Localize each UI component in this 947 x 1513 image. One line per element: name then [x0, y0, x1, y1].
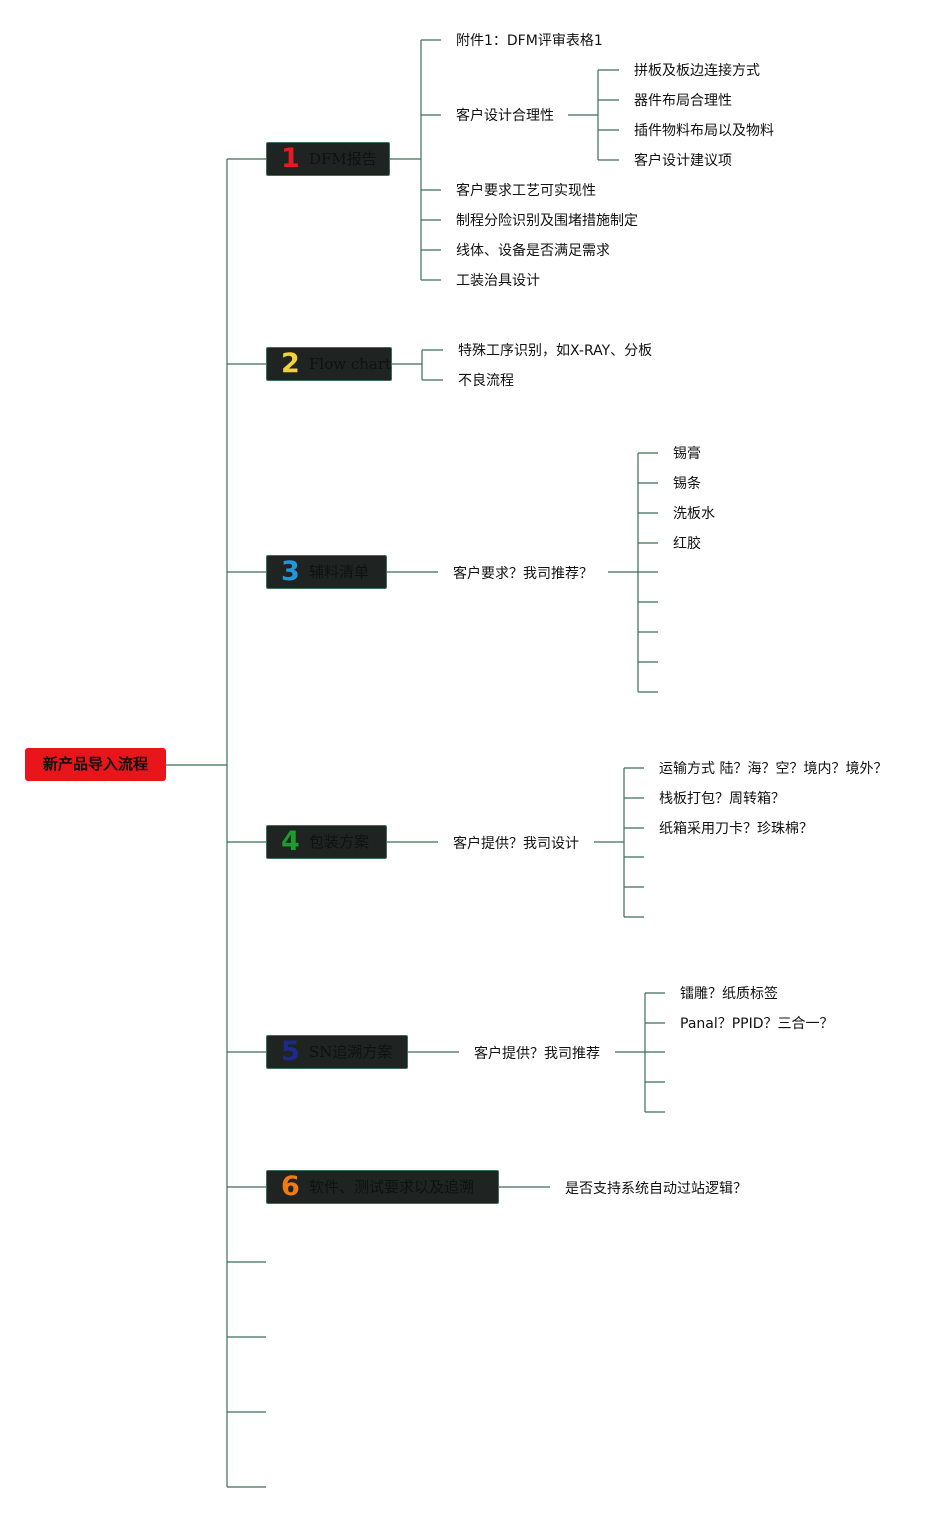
branch-3-node[interactable]: 3 辅料清单 — [266, 555, 387, 589]
dfm-process-feasibility-item[interactable]: 客户要求工艺可实现性 — [456, 183, 596, 199]
flow-special-process-item[interactable]: 特殊工序识别，如X-RAY、分板 — [458, 343, 653, 359]
branch-1-label: DFM报告 — [309, 150, 377, 168]
material-item[interactable]: 红胶 — [673, 536, 701, 552]
branch-6-node[interactable]: 6 软件、测试要求以及追溯 — [266, 1170, 499, 1204]
design-sub-item[interactable]: 客户设计建议项 — [634, 153, 732, 169]
material-item[interactable]: 洗板水 — [673, 506, 715, 522]
dfm-fixture-design-item[interactable]: 工装治具设计 — [456, 273, 540, 289]
packaging-question-item[interactable]: 客户提供？我司设计 — [453, 836, 579, 852]
packaging-item[interactable]: 纸箱采用刀卡？珍珠棉？ — [659, 821, 813, 837]
branch-6-number: 6 — [281, 1171, 300, 1202]
branch-2-label: Flow chart — [309, 355, 392, 373]
sn-item[interactable]: Panal？PPID？三合一？ — [680, 1016, 834, 1032]
branch-1-number: 1 — [281, 143, 300, 174]
flow-defect-process-item[interactable]: 不良流程 — [458, 373, 514, 389]
sn-question-item[interactable]: 客户提供？我司推荐 — [474, 1046, 600, 1062]
branch-4-number: 4 — [281, 826, 300, 857]
packaging-item[interactable]: 运输方式 陆？海？空？境内？境外？ — [659, 761, 888, 777]
root-node[interactable]: 新产品导入流程 — [25, 748, 166, 781]
packaging-item[interactable]: 栈板打包？周转箱？ — [659, 791, 785, 807]
material-item[interactable]: 锡条 — [673, 476, 701, 492]
dfm-attachment-item[interactable]: 附件1：DFM评审表格1 — [456, 33, 603, 49]
branch-3-number: 3 — [281, 556, 300, 587]
design-sub-item[interactable]: 插件物料布局以及物料 — [634, 123, 774, 139]
branch-5-label: SN追溯方案 — [309, 1043, 393, 1061]
branch-3-label: 辅料清单 — [309, 563, 370, 581]
sn-item[interactable]: 镭雕？纸质标签 — [680, 986, 778, 1002]
branch-4-node[interactable]: 4 包装方案 — [266, 825, 387, 859]
dfm-risk-identification-item[interactable]: 制程分险识别及围堵措施制定 — [456, 213, 638, 229]
software-question-item[interactable]: 是否支持系统自动过站逻辑？ — [565, 1181, 747, 1197]
branch-1-node[interactable]: 1 DFM报告 — [266, 142, 390, 176]
branch-4-label: 包装方案 — [309, 833, 370, 851]
branch-5-number: 5 — [281, 1036, 300, 1067]
dfm-line-equipment-item[interactable]: 线体、设备是否满足需求 — [456, 243, 610, 259]
design-sub-item[interactable]: 拼板及板边连接方式 — [634, 63, 760, 79]
branch-5-node[interactable]: 5 SN追溯方案 — [266, 1035, 408, 1069]
materials-question-item[interactable]: 客户要求？我司推荐？ — [453, 566, 593, 582]
branch-6-label: 软件、测试要求以及追溯 — [309, 1178, 475, 1196]
dfm-design-rationality-item[interactable]: 客户设计合理性 — [456, 108, 554, 124]
branch-2-number: 2 — [281, 348, 300, 379]
design-sub-item[interactable]: 器件布局合理性 — [634, 93, 732, 109]
branch-2-node[interactable]: 2 Flow chart — [266, 347, 392, 381]
material-item[interactable]: 锡膏 — [673, 446, 701, 462]
